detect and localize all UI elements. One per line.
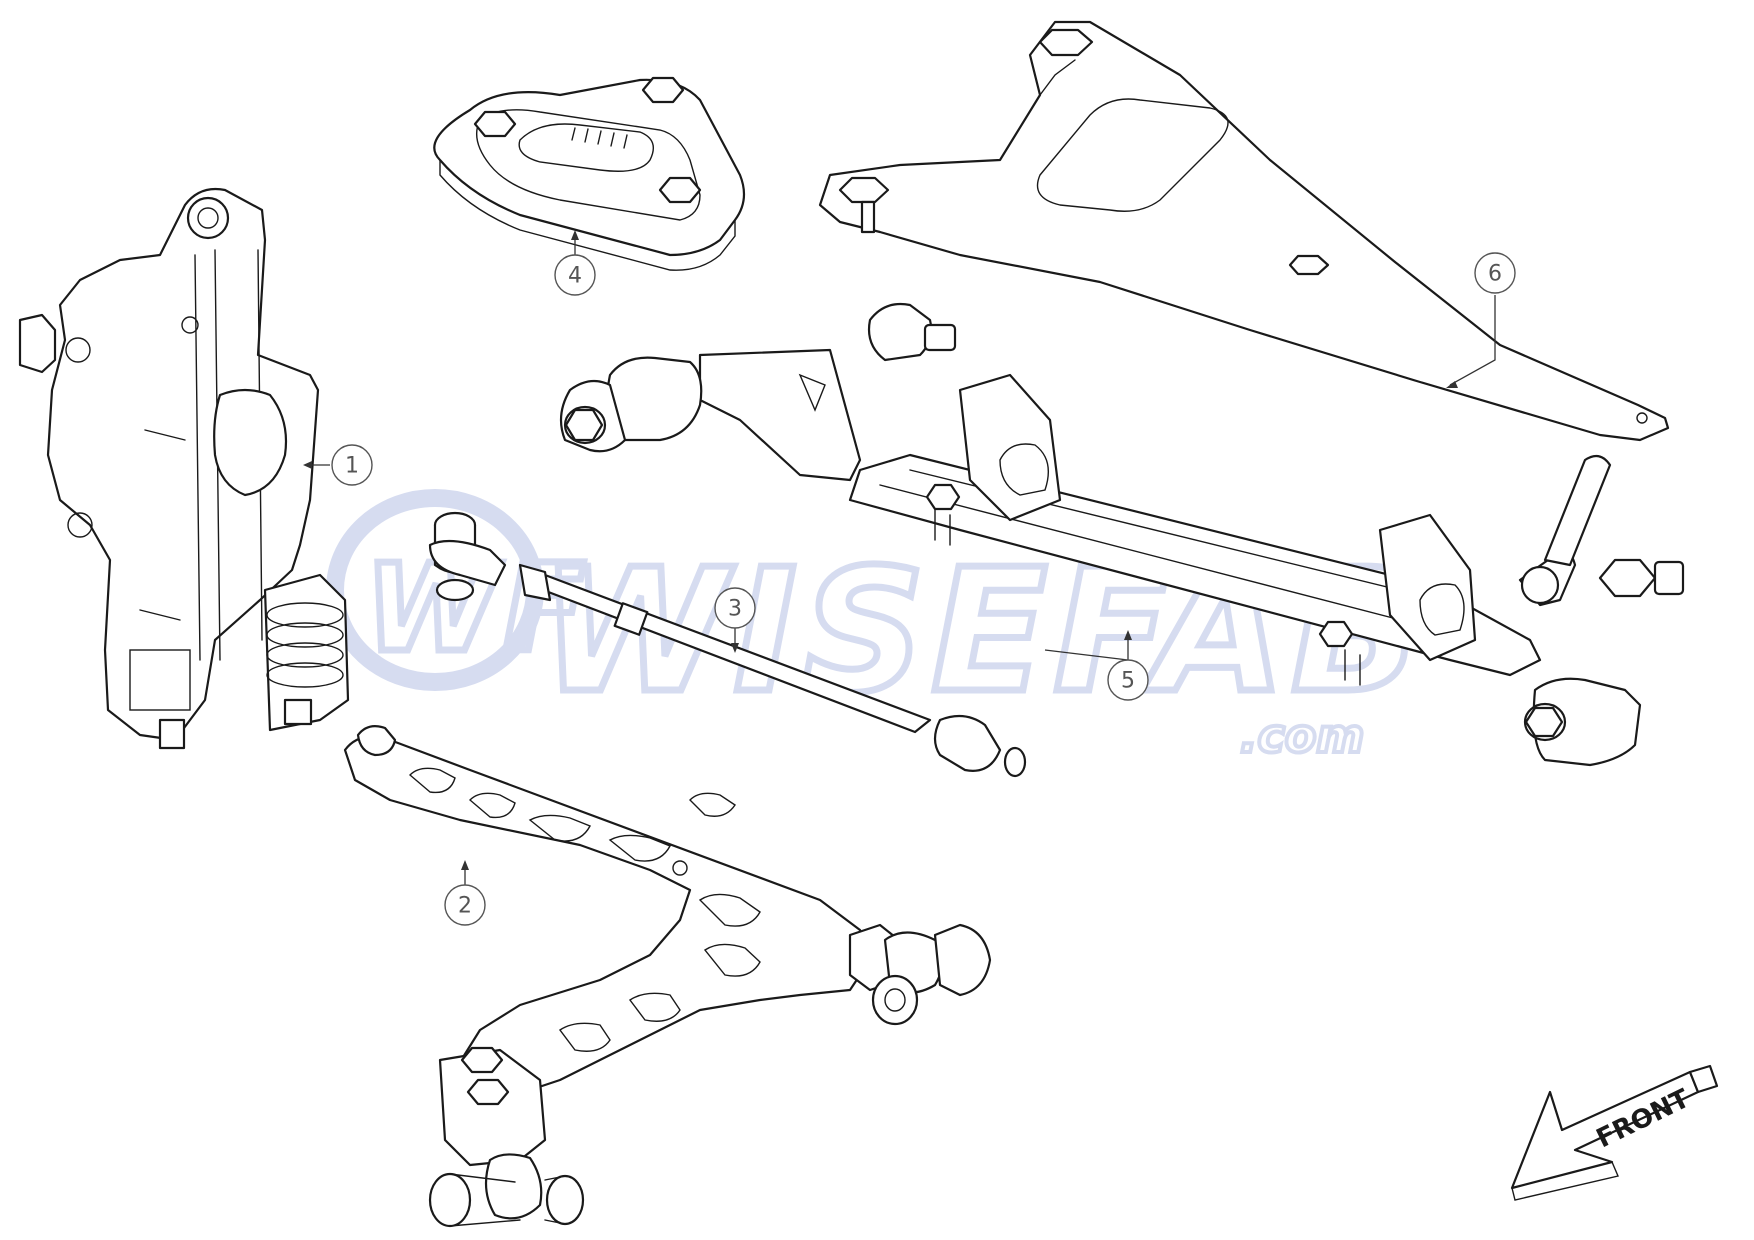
callout-number-3: 3 bbox=[728, 597, 742, 622]
tie-rod-part bbox=[428, 511, 1027, 778]
callout-number-6: 6 bbox=[1488, 262, 1502, 287]
watermark: WF WISEFAB .com bbox=[326, 489, 1424, 765]
callout-circle-1 bbox=[331, 444, 373, 486]
callout-number-5: 5 bbox=[1121, 669, 1135, 694]
callout-circle-2 bbox=[444, 884, 486, 926]
watermark-domain: .com bbox=[1240, 709, 1364, 763]
lower-control-arm-part bbox=[343, 725, 992, 1228]
leader-lines bbox=[1044, 295, 1496, 661]
callout-number-2: 2 bbox=[458, 894, 472, 919]
callout-6: 6 bbox=[1474, 252, 1516, 294]
callout-circle-5 bbox=[1107, 659, 1149, 701]
callout-1: 1 bbox=[331, 444, 373, 486]
knuckle-part bbox=[18, 187, 350, 750]
top-mount-part bbox=[433, 76, 746, 271]
callout-number-4: 4 bbox=[568, 264, 582, 289]
callout-circle-4 bbox=[554, 254, 596, 296]
front-arrow: FRONT bbox=[1510, 1064, 1719, 1201]
callout-3: 3 bbox=[714, 587, 756, 629]
brace-plate-part bbox=[818, 20, 1670, 442]
callout-number-1: 1 bbox=[345, 454, 359, 479]
callout-circle-6 bbox=[1474, 252, 1516, 294]
crossmember-part bbox=[559, 302, 1685, 767]
callout-2: 2 bbox=[444, 884, 486, 926]
callout-4: 4 bbox=[554, 254, 596, 296]
callout-circle-3 bbox=[714, 587, 756, 629]
callout-5: 5 bbox=[1107, 659, 1149, 701]
